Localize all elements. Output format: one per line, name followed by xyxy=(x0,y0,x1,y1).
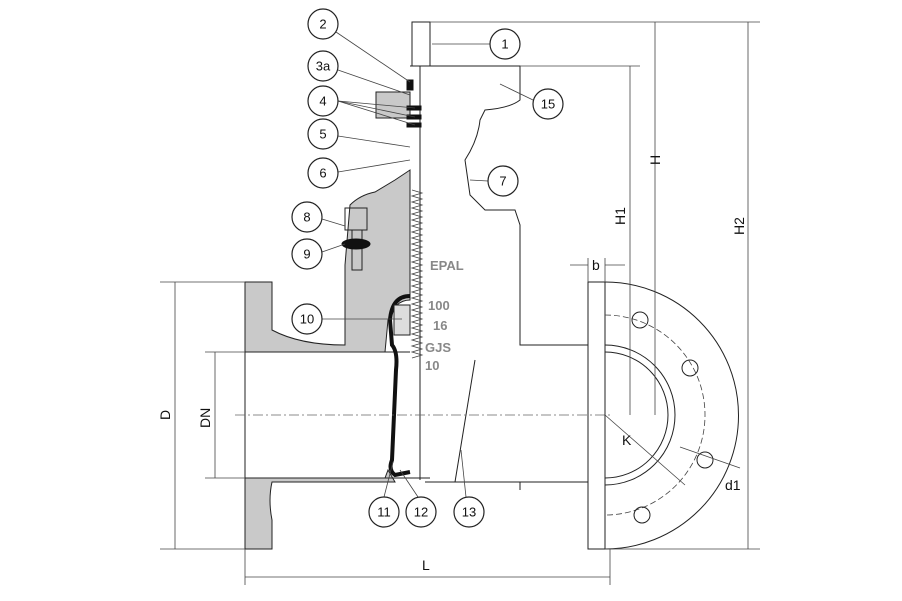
callout-10: 10 xyxy=(291,303,323,335)
svg-text:10: 10 xyxy=(300,312,314,327)
bolt-seal xyxy=(341,238,371,250)
casting-mark: 100 xyxy=(428,298,450,313)
svg-text:5: 5 xyxy=(319,127,326,142)
callout-5: 5 xyxy=(307,118,339,150)
svg-text:15: 15 xyxy=(541,97,555,112)
svg-text:7: 7 xyxy=(499,174,506,189)
svg-text:4: 4 xyxy=(319,94,326,109)
callout-12: 12 xyxy=(405,496,437,528)
svg-text:8: 8 xyxy=(303,210,310,225)
flange-bore xyxy=(604,344,676,486)
callout-7: 7 xyxy=(487,165,519,197)
casting-mark: GJS xyxy=(425,340,451,355)
dim-K: K xyxy=(622,432,632,448)
svg-text:11: 11 xyxy=(377,505,391,520)
dim-DN: DN xyxy=(197,408,213,428)
svg-text:9: 9 xyxy=(303,247,310,262)
flange-bore-inner xyxy=(604,351,669,479)
callout-15: 15 xyxy=(532,88,564,120)
body-outline xyxy=(244,281,430,550)
dim-H: H xyxy=(647,155,663,165)
body-bottom-section xyxy=(244,468,396,550)
wedge-nut xyxy=(393,304,411,336)
callout-8: 8 xyxy=(291,201,323,233)
callout-13: 13 xyxy=(453,496,485,528)
flange-outer xyxy=(604,281,739,550)
wiper-ring xyxy=(406,79,414,91)
bolt-shank xyxy=(351,229,363,271)
stem-top xyxy=(411,21,431,67)
body-section xyxy=(244,169,411,353)
dim-d1: d1 xyxy=(725,477,741,493)
casting-mark: EPAL xyxy=(430,258,464,273)
svg-text:12: 12 xyxy=(414,505,428,520)
callout-3a: 3a xyxy=(307,50,339,82)
wedge-edge xyxy=(454,359,476,483)
callout-4: 4 xyxy=(307,85,339,117)
stem-thread xyxy=(410,189,424,359)
dim-D: D xyxy=(157,410,173,420)
callout-11: 11 xyxy=(368,496,400,528)
svg-text:3a: 3a xyxy=(316,59,331,74)
svg-text:1: 1 xyxy=(501,37,508,52)
callout-9: 9 xyxy=(291,238,323,270)
dim-H2: H2 xyxy=(731,217,747,235)
callout-1: 1 xyxy=(489,28,521,60)
bonnet-outline xyxy=(410,65,588,346)
dim-b: b xyxy=(592,257,600,273)
leader-lines xyxy=(321,31,534,498)
bolt-holes xyxy=(631,311,714,524)
dimension-lines xyxy=(160,21,760,585)
dim-H1: H1 xyxy=(612,207,628,225)
flange-side xyxy=(587,281,606,550)
casting-mark: 10 xyxy=(425,358,439,373)
dim-L: L xyxy=(422,557,430,573)
svg-text:6: 6 xyxy=(319,166,326,181)
body-right-outline xyxy=(425,282,589,549)
svg-text:2: 2 xyxy=(319,17,326,32)
callout-6: 6 xyxy=(307,157,339,189)
svg-text:13: 13 xyxy=(462,505,476,520)
casting-mark: 16 xyxy=(433,318,447,333)
bolt-circle xyxy=(604,314,706,516)
callout-2: 2 xyxy=(307,8,339,40)
